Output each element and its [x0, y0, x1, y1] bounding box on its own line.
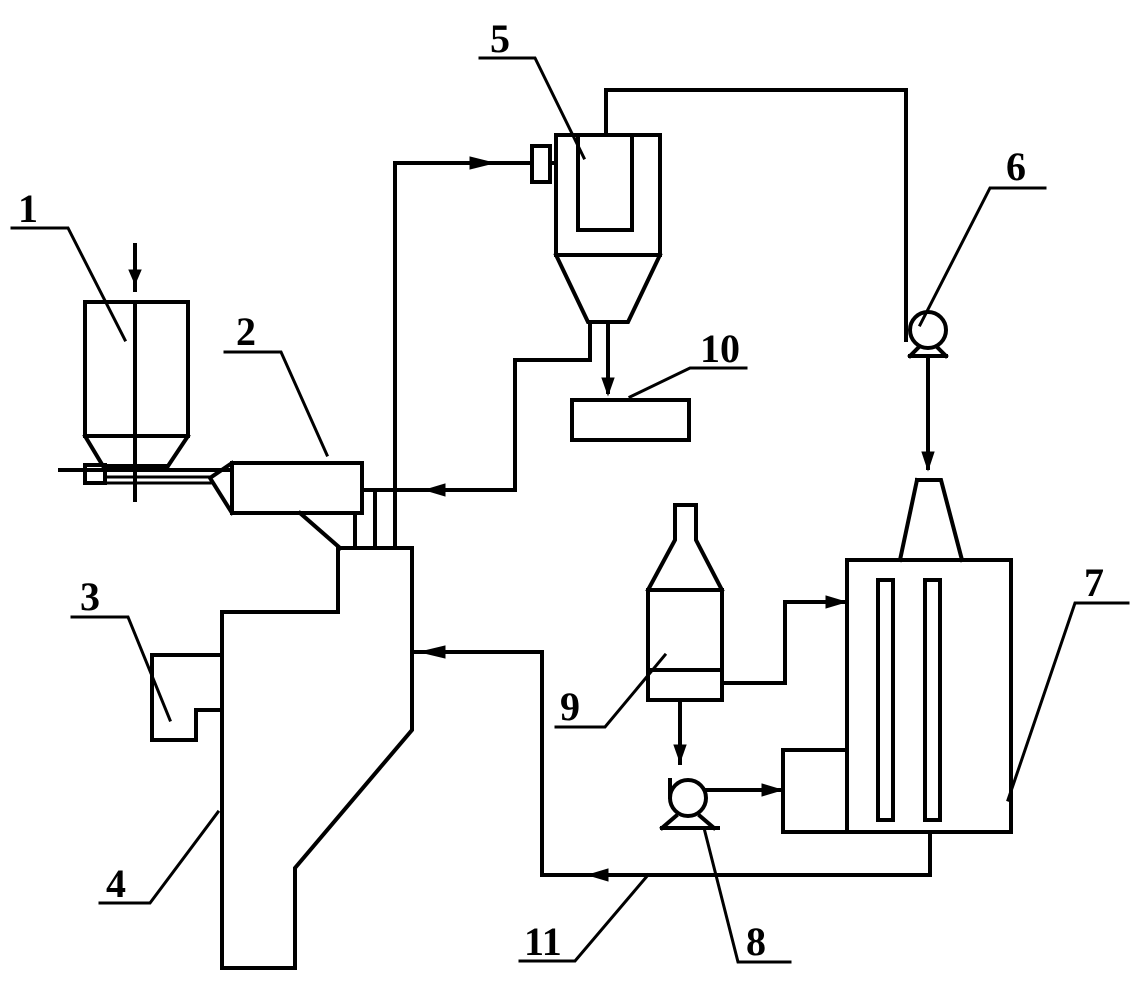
screw-feeder — [58, 463, 234, 485]
label-7: 7 — [1084, 560, 1104, 605]
label-10: 10 — [700, 326, 740, 371]
feed-hopper — [82, 243, 191, 502]
label-1: 1 — [18, 186, 38, 231]
labels: 1 2 3 4 5 6 7 8 9 10 11 — [18, 16, 1104, 964]
pyrolysis-tube — [207, 460, 364, 551]
label-8: 8 — [746, 919, 766, 964]
flue-pipe — [373, 156, 534, 550]
cyclone-separator — [530, 88, 908, 324]
furnace — [220, 546, 414, 970]
collection-box — [570, 398, 691, 442]
label-2: 2 — [236, 309, 256, 354]
leader-lines — [10, 56, 1130, 964]
label-4: 4 — [106, 861, 126, 906]
label-6: 6 — [1006, 144, 1026, 189]
label-9: 9 — [560, 684, 580, 729]
label-3: 3 — [80, 574, 100, 619]
cyclone-outlets — [363, 320, 615, 497]
label-5: 5 — [490, 16, 510, 61]
label-11: 11 — [524, 919, 562, 964]
scrubber — [645, 503, 849, 765]
circulation-pump — [659, 778, 785, 831]
side-chamber — [150, 653, 224, 742]
induced-draft-fan — [904, 310, 949, 472]
treatment-tank — [410, 477, 1013, 882]
